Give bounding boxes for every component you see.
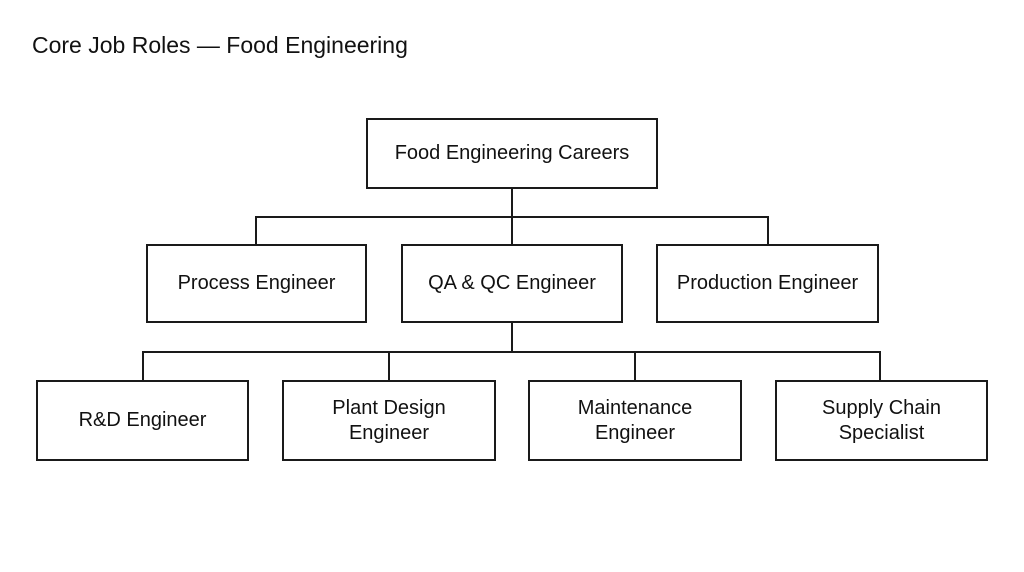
page-title: Core Job Roles — Food Engineering — [32, 32, 408, 58]
node-maintenance-engineer: Maintenance Engineer — [528, 380, 742, 461]
node-label-line1: Supply Chain — [822, 396, 941, 419]
node-plant-design-engineer: Plant Design Engineer — [282, 380, 496, 461]
node-label-line2: Engineer — [348, 421, 430, 444]
node-rd-engineer: R&D Engineer — [36, 380, 249, 461]
node-label: Process Engineer — [177, 272, 336, 294]
node-label-line2: Engineer — [594, 421, 676, 444]
node-label: Food Engineering Careers — [394, 142, 630, 164]
node-supply-chain-specialist: Supply Chain Specialist — [775, 380, 988, 461]
node-label-line1: Plant Design — [332, 396, 446, 419]
node-food-engineering-careers: Food Engineering Careers — [366, 118, 658, 189]
node-label-line2: Specialist — [838, 421, 925, 444]
node-label: R&D Engineer — [78, 409, 207, 431]
node-process-engineer: Process Engineer — [146, 244, 367, 323]
node-label: Production Engineer — [676, 272, 859, 294]
node-label-line1: Maintenance — [577, 396, 693, 419]
node-label: QA & QC Engineer — [428, 272, 596, 294]
node-production-engineer: Production Engineer — [656, 244, 879, 323]
node-qa-qc-engineer: QA & QC Engineer — [401, 244, 623, 323]
